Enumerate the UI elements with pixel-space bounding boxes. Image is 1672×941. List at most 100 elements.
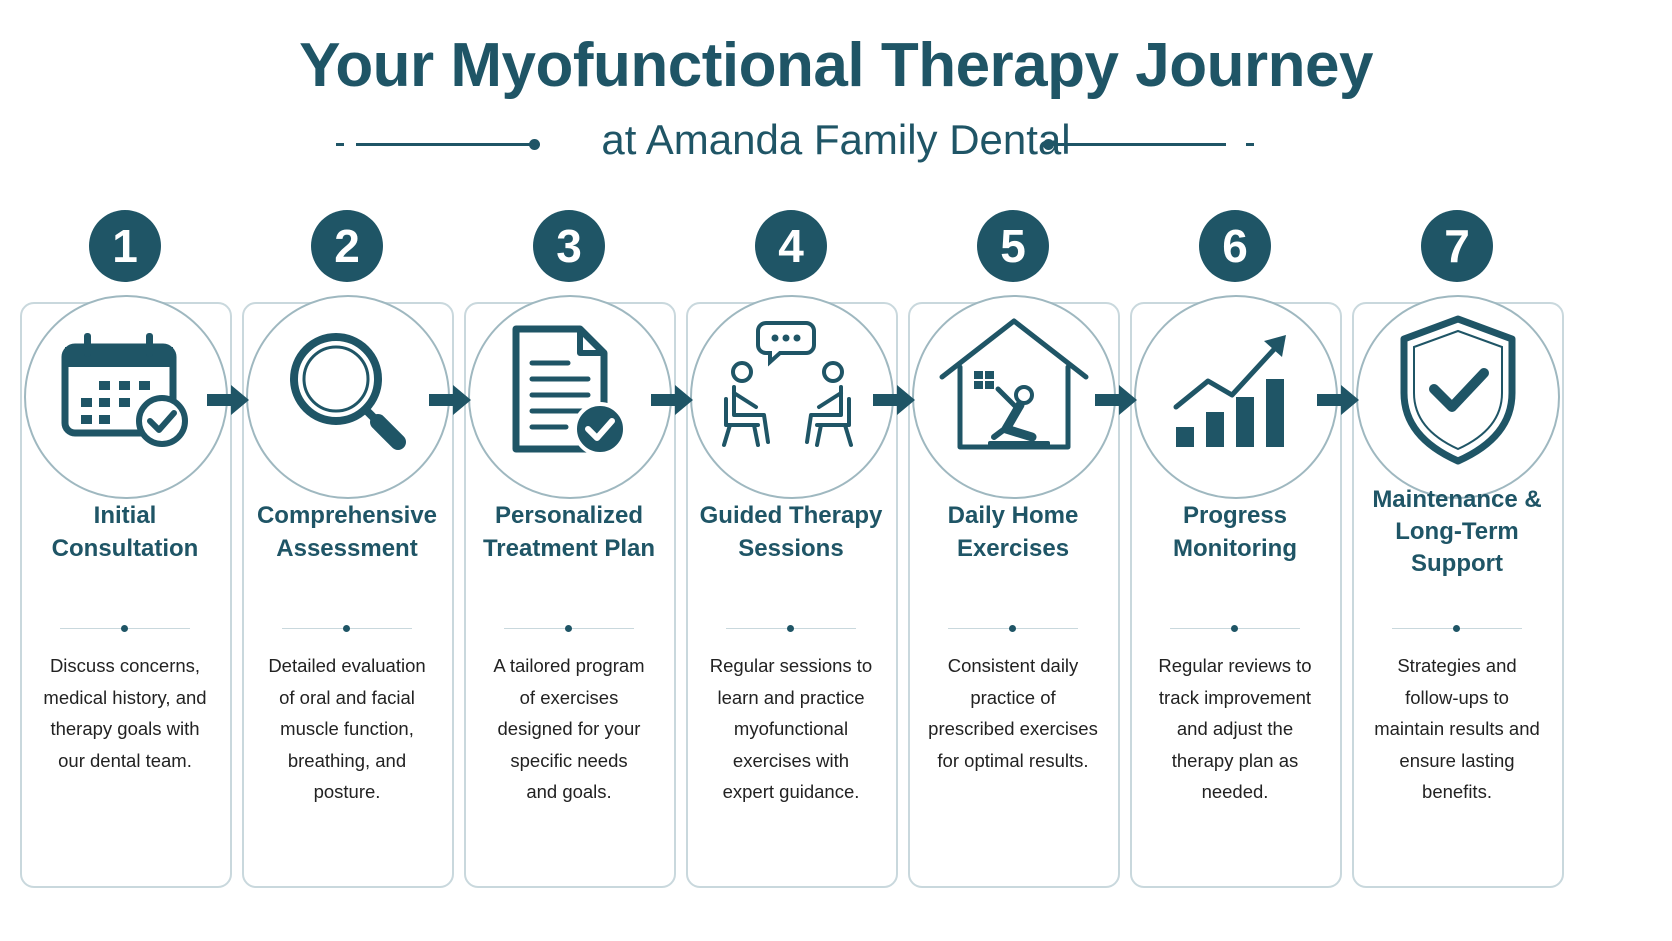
decor-dash-right bbox=[1246, 143, 1254, 146]
step-7: 7 Maintenance & Long-Term Support Strate… bbox=[1352, 210, 1564, 890]
icon-circle bbox=[468, 295, 672, 499]
step-description: Regular sessions to learn and practice m… bbox=[696, 650, 886, 808]
description-line: Detailed evaluation bbox=[268, 655, 426, 676]
arrow-right-icon bbox=[207, 385, 249, 415]
description-line: exercises with bbox=[732, 749, 850, 771]
step-title-line: Maintenance & bbox=[1372, 486, 1542, 513]
description-line: Discuss concerns, bbox=[49, 655, 201, 676]
step-title-line: Monitoring bbox=[1173, 535, 1297, 562]
step-number-badge: 2 bbox=[311, 210, 383, 282]
icon-circle bbox=[912, 295, 1116, 499]
subtitle-row: at Amanda Family Dental bbox=[0, 112, 1672, 172]
icon-circle bbox=[246, 295, 450, 499]
step-description: A tailored program of exercises designed… bbox=[474, 650, 664, 808]
description-line: myofunctional bbox=[733, 718, 849, 739]
step-title-line: Assessment bbox=[276, 535, 418, 562]
arrow-right-icon bbox=[429, 385, 471, 415]
arrow-right-icon bbox=[651, 385, 693, 415]
step-title-line: Daily Home bbox=[947, 502, 1079, 529]
description-line: and goals. bbox=[526, 781, 612, 802]
divider-dot bbox=[565, 625, 572, 632]
arrow-right-icon bbox=[1095, 385, 1137, 415]
description-line: expert guidance. bbox=[722, 781, 860, 802]
step-title-line: Sessions bbox=[738, 535, 844, 562]
description-line: posture. bbox=[313, 781, 381, 802]
calendar-check-icon bbox=[61, 333, 188, 447]
icon-circle bbox=[690, 295, 894, 499]
decor-dot-right bbox=[1043, 139, 1054, 150]
description-line: prescribed exercises bbox=[928, 718, 1098, 739]
description-line: A tailored program bbox=[493, 655, 645, 676]
description-line: needed. bbox=[1201, 781, 1269, 802]
page-title: Your Myofunctional Therapy Journey bbox=[299, 31, 1373, 100]
home-exercise-icon bbox=[939, 318, 1089, 450]
description-line: of exercises bbox=[519, 686, 619, 708]
description-line: Consistent daily bbox=[947, 655, 1079, 676]
description-line: specific needs bbox=[510, 749, 628, 771]
conversation-icon bbox=[722, 321, 853, 447]
step-number-badge: 6 bbox=[1199, 210, 1271, 282]
step-description: Consistent daily practice of prescribed … bbox=[918, 650, 1108, 776]
step-description: Detailed evaluation of oral and facial m… bbox=[252, 650, 442, 808]
divider-dot bbox=[1009, 625, 1016, 632]
description-line: maintain results and bbox=[1374, 718, 1540, 739]
description-line: track improvement bbox=[1158, 686, 1312, 708]
step-description: Discuss concerns, medical history, and t… bbox=[30, 650, 220, 776]
page-subtitle: at Amanda Family Dental bbox=[601, 116, 1071, 163]
description-line: of oral and facial bbox=[279, 686, 415, 708]
icon-circle bbox=[1134, 295, 1338, 499]
step-title-line: Progress bbox=[1182, 502, 1288, 529]
step-description: Regular reviews to track improvement and… bbox=[1140, 650, 1330, 808]
step-number-badge: 5 bbox=[977, 210, 1049, 282]
description-line: breathing, and bbox=[287, 749, 407, 771]
step-title-line: Treatment Plan bbox=[482, 535, 656, 562]
magnifying-glass-icon bbox=[290, 333, 406, 450]
step-title-line: Support bbox=[1411, 550, 1503, 577]
decor-line-right bbox=[1050, 143, 1226, 146]
arrow-right-icon bbox=[873, 385, 915, 415]
divider-dot bbox=[1231, 625, 1238, 632]
description-line: our dental team. bbox=[58, 749, 192, 771]
step-number-badge: 4 bbox=[755, 210, 827, 282]
step-number-badge: 3 bbox=[533, 210, 605, 282]
decor-dot-left bbox=[529, 139, 540, 150]
step-description: Strategies and follow-ups to maintain re… bbox=[1362, 650, 1552, 808]
step-number-badge: 7 bbox=[1421, 210, 1493, 282]
description-line: follow-ups to bbox=[1405, 686, 1509, 708]
document-check-icon bbox=[512, 325, 627, 456]
step-1: 1 Initial Consultation Discuss concerns,… bbox=[20, 210, 232, 890]
step-6: 6 Progress Monitoring Regular reviews to… bbox=[1130, 210, 1342, 890]
description-line: Regular reviews to bbox=[1158, 655, 1312, 676]
description-line: practice of bbox=[970, 686, 1056, 708]
description-line: for optimal results. bbox=[937, 749, 1089, 771]
step-title-line: Consultation bbox=[51, 535, 199, 562]
step-title-line: Long-Term bbox=[1395, 518, 1519, 545]
description-line: ensure lasting bbox=[1399, 749, 1515, 771]
description-line: muscle function, bbox=[280, 718, 414, 739]
step-3: 3 Personalized Treatment Plan A tailored… bbox=[464, 210, 676, 890]
step-title-line: Comprehensive bbox=[256, 502, 438, 529]
decor-dash-left bbox=[336, 143, 344, 146]
arrow-right-icon bbox=[1317, 385, 1359, 415]
description-line: therapy goals with bbox=[50, 718, 200, 739]
description-line: benefits. bbox=[1422, 781, 1492, 802]
step-number-badge: 1 bbox=[89, 210, 161, 282]
step-title-line: Guided Therapy bbox=[699, 502, 883, 529]
growth-chart-icon bbox=[1173, 335, 1286, 447]
divider-dot bbox=[1453, 625, 1460, 632]
decor-line-left bbox=[356, 143, 534, 146]
divider-dot bbox=[343, 625, 350, 632]
description-line: learn and practice bbox=[717, 686, 865, 708]
description-line: and adjust the bbox=[1176, 718, 1294, 739]
step-title-line: Exercises bbox=[956, 535, 1070, 562]
shield-check-icon bbox=[1400, 315, 1516, 465]
icon-circle bbox=[1356, 295, 1560, 499]
step-2: 2 Comprehensive Assessment Detailed eval… bbox=[242, 210, 454, 890]
step-4: 4 Guided Therapy Sessions Regular sessio… bbox=[686, 210, 898, 890]
divider-dot bbox=[121, 625, 128, 632]
step-5: 5 Daily Home Exercises Consistent daily … bbox=[908, 210, 1120, 890]
description-line: Strategies and bbox=[1397, 655, 1517, 676]
icon-circle bbox=[24, 295, 228, 499]
divider-dot bbox=[787, 625, 794, 632]
step-title-line: Initial bbox=[93, 502, 157, 529]
